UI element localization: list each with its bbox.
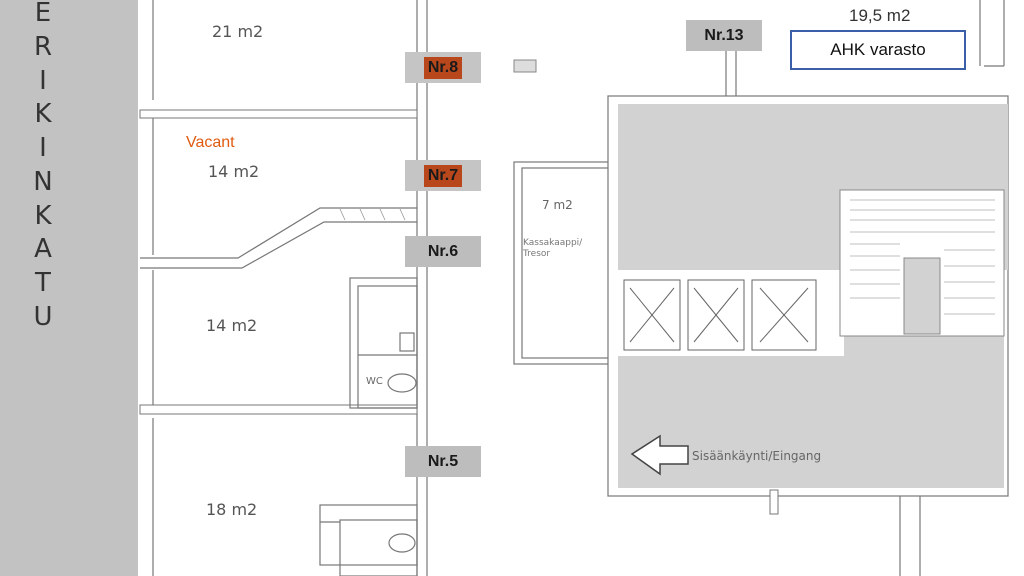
- entrance-label: Sisäänkäynti/Eingang: [692, 449, 822, 463]
- street-letter: R: [33, 31, 53, 62]
- street-band: [0, 0, 138, 576]
- unit-tag-nr8-label: Nr.8: [423, 56, 463, 79]
- wc-label: WC: [366, 376, 383, 387]
- ahk-storage-box[interactable]: AHK varasto: [790, 30, 966, 70]
- street-name: E R I K I N K A T U: [27, 0, 59, 330]
- street-letter: K: [34, 99, 52, 130]
- unit-tag-nr8[interactable]: Nr.8: [405, 52, 481, 83]
- street-letter: K: [34, 200, 52, 231]
- unit-tag-nr7[interactable]: Nr.7: [405, 160, 481, 191]
- wall-hatched: [139, 109, 418, 415]
- small-fixture: [513, 59, 537, 73]
- wc-block: [349, 277, 418, 409]
- room-area-19-5: 19,5 m2: [849, 6, 911, 25]
- street-letter: E: [34, 0, 52, 28]
- room-area-7: 7 m2: [542, 198, 573, 212]
- street-letter: A: [34, 234, 52, 265]
- street-letter: I: [39, 133, 47, 164]
- street-letter: N: [33, 166, 53, 197]
- vault-label: Kassakaappi/ Tresor: [523, 238, 583, 259]
- unit-tag-nr7-label: Nr.7: [423, 164, 463, 187]
- wc-block-lower: [319, 504, 418, 576]
- street-letter: T: [35, 268, 51, 299]
- vacant-label: Vacant: [186, 134, 235, 151]
- street-letter: I: [39, 65, 47, 96]
- room-area-14-lower: 14 m2: [206, 316, 258, 335]
- unit-tag-nr13[interactable]: Nr.13: [686, 20, 762, 51]
- unit-tag-nr6[interactable]: Nr.6: [405, 236, 481, 267]
- unit-tag-nr6-label: Nr.6: [427, 242, 459, 260]
- room-area-14-upper: 14 m2: [208, 162, 260, 181]
- unit-tag-nr5-label: Nr.5: [427, 452, 459, 470]
- core-building: [607, 95, 1009, 576]
- entrance-arrow-icon: [630, 434, 689, 476]
- street-letter: U: [33, 301, 53, 332]
- vault-room: [513, 161, 615, 365]
- unit-tag-nr13-label: Nr.13: [704, 26, 744, 44]
- room-area-21: 21 m2: [212, 22, 264, 41]
- room-area-18: 18 m2: [206, 500, 258, 519]
- unit-tag-nr5[interactable]: Nr.5: [405, 446, 481, 477]
- ahk-storage-label: AHK varasto: [830, 40, 926, 59]
